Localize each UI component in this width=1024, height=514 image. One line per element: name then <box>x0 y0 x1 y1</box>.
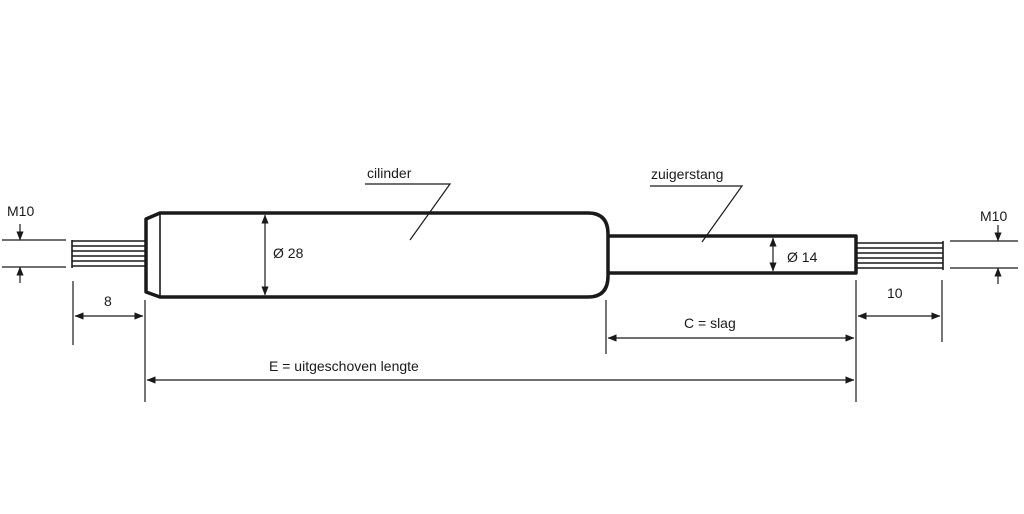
left-length-label: 8 <box>104 293 112 309</box>
cylinder-diameter-dimension: Ø 28 <box>261 214 304 296</box>
right-length-label: 10 <box>887 285 903 301</box>
rod-label: zuigerstang <box>651 166 723 182</box>
right-thread-dimension: M10 <box>950 208 1018 284</box>
extended-length-dimension: E = uitgeschoven lengte <box>146 358 855 384</box>
left-thread-dimension: M10 <box>2 203 66 283</box>
right-thread-stud <box>856 241 944 270</box>
cylinder-diameter-label: Ø 28 <box>273 245 304 261</box>
piston-rod <box>608 234 858 275</box>
stroke-dimension: C = slag <box>607 315 855 342</box>
rod-callout: zuigerstang <box>650 166 744 243</box>
rod-diameter-label: Ø 14 <box>787 249 818 265</box>
extension-lines <box>72 280 943 402</box>
right-thread-label: M10 <box>980 208 1007 224</box>
cylinder-body <box>144 211 610 299</box>
extended-length-label: E = uitgeschoven lengte <box>269 358 419 374</box>
left-thread-stud <box>71 240 145 268</box>
right-length-dimension: 10 <box>857 285 941 320</box>
cylinder-callout: cilinder <box>365 165 452 241</box>
cylinder-label: cilinder <box>367 165 412 181</box>
left-thread-label: M10 <box>7 203 34 219</box>
rod-diameter-dimension: Ø 14 <box>769 237 818 272</box>
left-length-dimension: 8 <box>74 293 144 320</box>
stroke-label: C = slag <box>684 315 736 331</box>
